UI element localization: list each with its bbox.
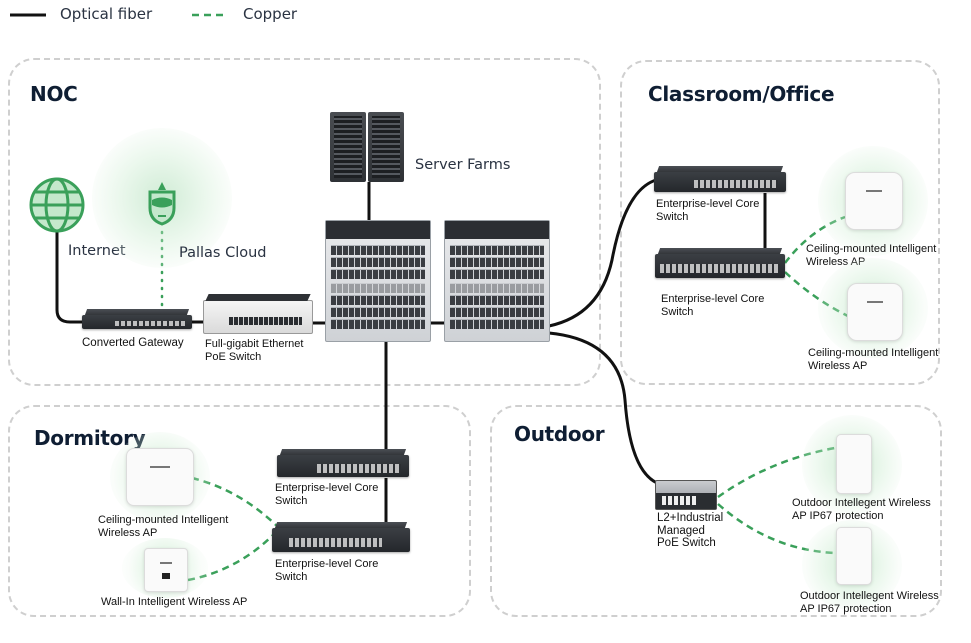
dorm-switch-top-label-line-1: Enterprise-level Core [275,482,379,494]
dorm-switch-top-label: Enterprise-level Core Switch [275,482,378,507]
outdoor-ap-2 [836,527,872,585]
classroom-switch-top-label-line-2: Switch [656,210,689,223]
outdoor-ap1-label: Outdoor Intellegent Wireless AP IP67 pro… [792,497,931,522]
classroom-ceiling-ap-1 [845,172,903,230]
dorm-ap-ceiling-label-line-2: Wireless AP [98,526,158,539]
classroom-switch-bottom-label: Enterprise-level Core Switch [661,293,764,318]
region-title-outdoor: Outdoor [514,422,605,446]
poe-switch-device [203,294,313,334]
classroom-ap2-label: Ceiling-mounted Intelligent Wireless AP [808,347,938,372]
pallas-cloud-icon [148,182,176,226]
dorm-ap-wall-label: Wall-In Intelligent Wireless AP [101,596,248,608]
server-rack-2 [368,112,404,182]
outdoor-switch-label-line-3: PoE Switch [657,537,716,549]
link-classroom-ap1 [784,215,846,264]
outdoor-ap2-label: Outdoor Intellegent Wireless AP IP67 pro… [800,590,939,615]
server-farms-label: Server Farms [415,157,511,173]
dorm-ceiling-ap [126,448,194,506]
legend-fiber-label: Optical fiber [60,5,153,23]
legend-fiber-swatch [10,13,46,17]
classroom-switch-top [654,166,786,192]
classroom-switch-top-label: Enterprise-level Core Switch [656,198,759,223]
dorm-switch-bottom [272,522,410,552]
classroom-ap1-label: Ceiling-mounted Intelligent Wireless AP [806,243,936,268]
region-title-noc: NOC [30,82,78,106]
link-outdoor-ap2 [717,503,836,555]
region-title-classroom: Classroom/Office [648,82,835,106]
link-dorm-ap-wall [187,529,279,582]
region-outdoor [490,405,942,617]
link-classroom-ap2 [784,271,849,318]
core-chassis-switch-a [325,220,431,342]
outdoor-ap2-label-line-2: AP IP67 protection [800,602,892,615]
classroom-ap2-label-line-2: Wireless AP [808,359,868,372]
link-dorm-ap-ceiling [191,476,279,528]
outdoor-switch-label-line-1: L2+Industrial [657,512,724,524]
outdoor-ap1-label-line-1: Outdoor Intellegent Wireless [792,497,931,509]
region-noc [8,58,601,386]
outdoor-ap2-label-line-1: Outdoor Intellegent Wireless [800,590,939,602]
link-core-outdoor [548,331,658,485]
outdoor-ap1-label-line-2: AP IP67 protection [792,509,884,522]
outdoor-industrial-switch [655,480,717,510]
region-dormitory [8,405,471,617]
outdoor-switch-label: L2+Industrial Managed PoE Switch [657,512,723,550]
poe-switch-label-line-1: Full-gigabit Ethernet [205,338,304,350]
dorm-switch-bottom-label-line-1: Enterprise-level Core [275,558,379,570]
outdoor-switch-label-line-2: Managed [657,524,705,537]
link-core-classroom [548,178,657,328]
dorm-ap-ceiling-label: Ceiling-mounted Intelligent Wireless AP [98,514,228,539]
converted-gateway-device [82,309,192,329]
classroom-switch-bottom-label-line-1: Enterprise-level Core [661,293,765,305]
classroom-switch-bottom-label-line-2: Switch [661,305,694,318]
legend-copper-label: Copper [243,5,298,23]
poe-switch-label-line-2: PoE Switch [205,350,262,363]
converted-gateway-label: Converted Gateway [82,337,184,349]
dorm-wall-ap [144,548,188,592]
classroom-switch-top-label-line-1: Enterprise-level Core [656,198,760,210]
dorm-switch-bottom-label-line-2: Switch [275,570,308,583]
classroom-switch-bottom [655,248,785,278]
server-rack-1 [330,112,366,182]
poe-switch-label: Full-gigabit Ethernet PoE Switch [205,338,303,363]
link-internet-gateway [55,232,85,324]
classroom-ceiling-ap-2 [847,283,903,341]
dorm-switch-top [277,449,409,477]
dorm-switch-bottom-label: Enterprise-level Core Switch [275,558,378,583]
dorm-ap-ceiling-label-line-1: Ceiling-mounted Intelligent [98,514,229,526]
dorm-switch-top-label-line-2: Switch [275,494,308,507]
outdoor-ap-1 [836,434,872,494]
core-chassis-switch-b [444,220,550,342]
legend-copper-swatch [192,13,228,17]
globe-icon [29,177,85,233]
classroom-ap2-label-line-1: Ceiling-mounted Intelligent [808,347,939,359]
classroom-ap1-label-line-1: Ceiling-mounted Intelligent [806,243,937,255]
pallas-cloud-label: Pallas Cloud [179,245,267,261]
